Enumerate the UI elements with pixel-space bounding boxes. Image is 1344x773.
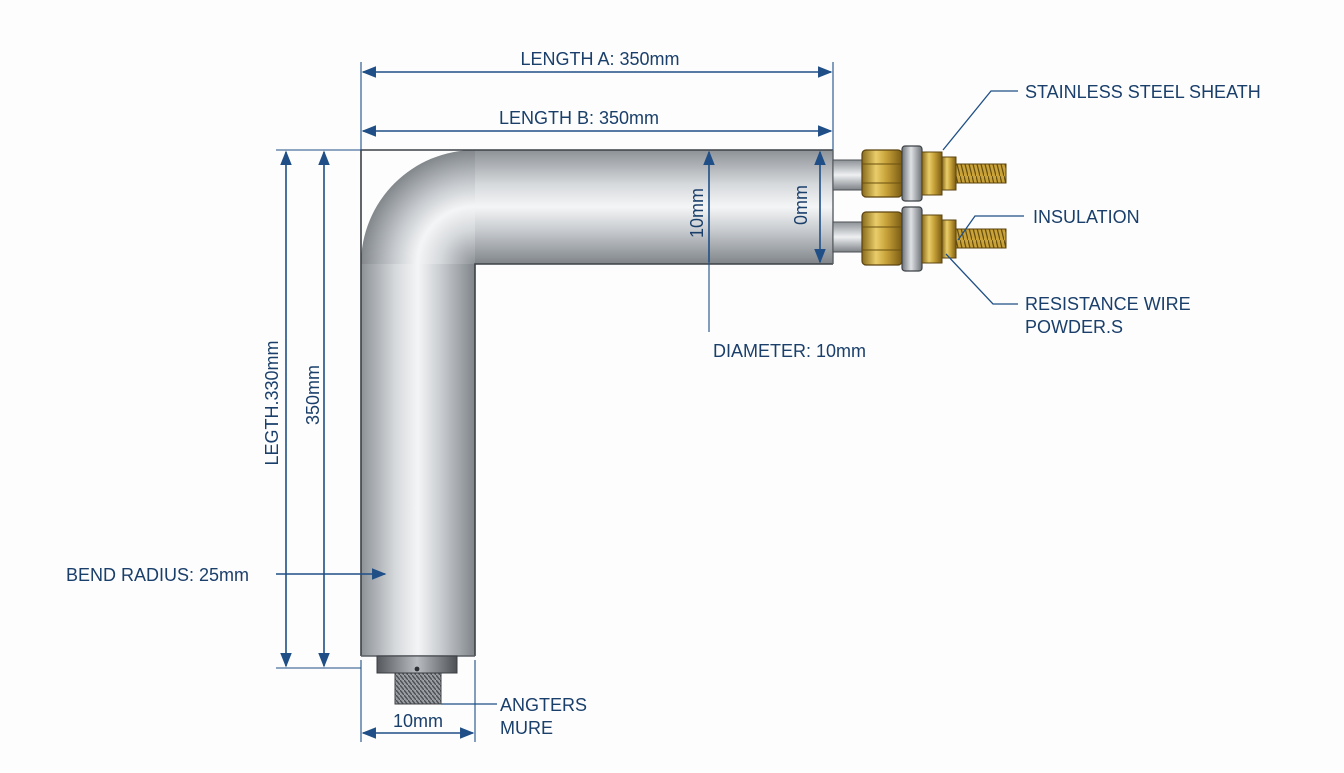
tube-diameter-left-label: 10mm (687, 188, 707, 238)
dimension-bottom-width: 10mm (361, 711, 475, 739)
vertical-inner-label: 350mm (303, 365, 323, 425)
length-b-label: LENGTH B: 350mm (499, 108, 659, 128)
tube-horizontal-leg (475, 150, 833, 264)
terminal-assembly-bottom (832, 206, 1007, 272)
length-a-label: LENGTH A: 350mm (520, 49, 679, 69)
dimension-vertical-inner: 350mm (303, 150, 330, 668)
vertical-outer-label: LEGTH.330mm (262, 340, 282, 465)
diameter-label: DIAMETER: 10mm (713, 341, 866, 361)
resistance-callout-label-1: RESISTANCE WIRE (1025, 294, 1191, 314)
bottom-fitting (376, 655, 458, 705)
dimension-length-b: LENGTH B: 350mm (361, 108, 833, 137)
bottom-width-label: 10mm (393, 711, 443, 731)
tube-vertical-leg (361, 264, 475, 656)
dimension-tube-diameter-left: 10mm (687, 150, 715, 332)
terminal-assembly-top (832, 145, 1007, 202)
sheath-callout-label: STAINLESS STEEL SHEATH (1025, 82, 1261, 102)
resistance-callout: RESISTANCE WIRE POWDER.S (945, 253, 1191, 337)
sheath-callout: STAINLESS STEEL SHEATH (942, 82, 1261, 151)
dimension-length-a: LENGTH A: 350mm (361, 49, 833, 78)
bottom-callout-label-1: ANGTERS (500, 695, 587, 715)
insulation-callout: INSULATION (957, 207, 1140, 241)
dimension-vertical-outer: LEGTH.330mm (262, 150, 292, 668)
insulation-callout-label: INSULATION (1033, 207, 1140, 227)
tube-bend (361, 150, 475, 264)
dimension-tube-diameter-right: 0mm (791, 150, 826, 264)
extension-lines (276, 62, 834, 742)
resistance-callout-label-2: POWDER.S (1025, 317, 1123, 337)
bend-radius-label: BEND RADIUS: 25mm (66, 565, 249, 585)
heater-tube (360, 149, 834, 657)
bottom-callout-label-2: MURE (500, 718, 553, 738)
bend-radius-callout: BEND RADIUS: 25mm (66, 565, 387, 585)
bottom-callout: ANGTERS MURE (441, 695, 587, 738)
bottom-thread (394, 672, 442, 705)
tube-diameter-right-label: 0mm (791, 185, 811, 225)
